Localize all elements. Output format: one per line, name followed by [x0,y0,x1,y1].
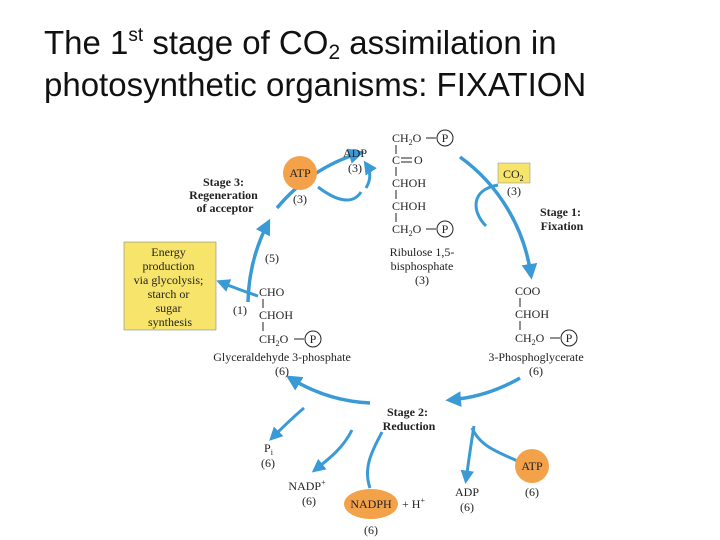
arrow-to-reduction [445,376,521,407]
nadph-count: (6) [364,523,378,537]
pga-c3: CH2O [515,331,545,347]
adp-top-count: (3) [348,161,362,175]
rubp-name2: bisphosphate [391,259,454,273]
g3p-name: Glyceraldehyde 3-phosphate [213,350,351,364]
arrow-atp-bottom-in [470,427,521,464]
pga-molecule: COO CHOH CH2O P 3-Phosphoglycerate (6) [488,284,583,378]
adp-bottom-count: (6) [460,500,474,514]
adp-bottom-label: ADP [455,485,479,499]
svg-text:O: O [414,153,423,167]
arrow-nadph-in [366,431,384,489]
phosphate-icon [436,220,454,238]
pga-c1: COO [515,284,541,298]
arrow-adp-top-out [363,160,377,189]
g3p-c1: CHO [259,285,285,299]
arrow-pi-out [269,406,305,441]
co2-label: CO2 [503,167,524,183]
co2-count: (3) [507,184,521,198]
atp-bottom-label: ATP [521,459,543,473]
energy-box [123,241,217,331]
atp-top-circle [283,156,317,190]
rubp-c5: CH2O [392,222,422,238]
phosphate-icon [560,329,578,347]
rubp-c1: CH2O [392,131,422,147]
rubp-c3: CHOH [392,176,426,190]
arrow-nadp-out [311,429,354,473]
count-5: (5) [265,251,279,265]
side-arrows [216,160,521,489]
stage2-label: Stage 2: Reduction [383,405,436,433]
phosphate-icon [304,330,322,348]
arrow-adp-bottom-out [460,425,476,485]
arrow-fixation [458,155,538,280]
arrow-to-regeneration [246,218,271,303]
title-sup: st [128,25,144,46]
stage3-label: Stage 3: Regeneration of acceptor [189,175,261,215]
title-line2: photosynthetic organisms: FIXATION [44,66,587,103]
title-sub: 2 [328,41,341,64]
pga-name: 3-Phosphoglycerate [488,350,583,364]
g3p-molecule: CHO CHOH CH2O P Glyceraldehyde 3-phospha… [213,285,351,378]
atp-top-label: ATP [289,166,311,180]
atp-top-count: (3) [293,192,307,206]
pi-count: (6) [261,456,275,470]
g3p-c2: CHOH [259,308,293,322]
nadph-ellipse [344,489,398,519]
pga-c2: CHOH [515,307,549,321]
rubp-count: (3) [415,273,429,287]
phosphate-icon [436,129,454,147]
atp-top: ATP (3) [283,156,317,206]
count-1: (1) [233,303,247,317]
arrow-co2-in [474,183,499,228]
atp-bottom-count: (6) [525,485,539,499]
rubp-molecule: CH2O P C O CHOH CHOH CH2O P Ribulose 1,5… [390,129,455,287]
cycle-arrows [246,148,538,407]
g3p-count: (6) [275,364,289,378]
adp-top-label: ADP [343,146,367,160]
arrow-atp-top-in [317,185,363,202]
nadp-count: (6) [302,494,316,508]
arrow-energy-out [216,279,259,298]
title-part2: stage of CO [143,24,329,61]
energy-production-box: Energy production via glycolysis; starch… [123,241,217,331]
atp-bottom-circle [515,449,549,483]
nadp-label: NADP+ [288,478,326,493]
arrow-reduction [285,375,371,405]
energy-box-text: Energy production via glycolysis; starch… [134,245,207,329]
g3p-c3: CH2O [259,332,289,348]
svg-text:P: P [442,131,449,145]
svg-text:P: P [310,332,317,346]
rubp-c2: C [392,153,400,167]
pi-label: Pi [264,441,274,457]
rubp-name1: Ribulose 1,5- [390,245,455,259]
co2-input: CO2 (3) [497,162,531,198]
rubp-c4: CHOH [392,199,426,213]
pga-count: (6) [529,364,543,378]
nadph-plus-h: + H+ [402,496,425,511]
atp-bottom: ATP (6) [515,449,549,499]
stage1-label: Stage 1: Fixation [540,205,584,233]
title-part3: assimilation in [340,24,557,61]
nadph: NADPH + H+ (6) [344,489,425,537]
svg-text:P: P [442,222,449,236]
co2-box [497,162,531,184]
title-part1: The 1 [44,24,129,61]
nadph-label: NADPH [350,497,392,511]
slide-title: The 1st stage of CO2 assimilation in phot… [44,22,714,106]
svg-text:P: P [566,331,573,345]
